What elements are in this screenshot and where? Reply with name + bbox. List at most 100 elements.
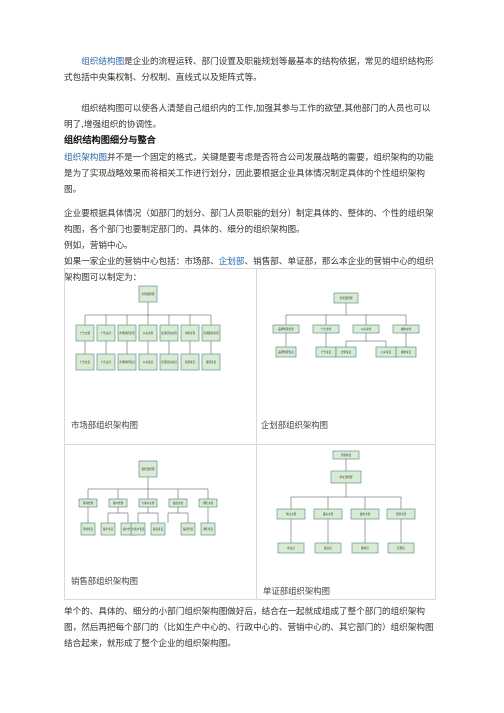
market-mid-box <box>117 324 137 342</box>
docs-mid-box <box>350 508 380 520</box>
sales-low-label: 区域专员 <box>83 527 94 531</box>
docs-low-box <box>387 542 415 554</box>
market-low-label: 市场调研专员 <box>119 360 135 364</box>
market-chart-svg: 市场部经理 广告主管广告设计市场调研主管公关主管促销活动主管市场主管营销策划主管… <box>75 285 221 371</box>
market-top-box <box>138 285 158 303</box>
market-low-label: 营销专员 <box>185 360 196 364</box>
planning-low-label: 企划专员 <box>341 350 352 354</box>
market-low-box <box>201 353 221 371</box>
docs-caption: 单证部组织架构图 <box>263 586 330 596</box>
market-low-label: 公关专员 <box>143 360 154 364</box>
docs-mid-label: 跟单主管 <box>360 512 371 516</box>
docs-top-box <box>330 470 362 484</box>
sales-mid-box <box>198 498 218 508</box>
sales-caption: 销售部组织架构图 <box>71 576 138 586</box>
planning-mid-box <box>312 324 340 334</box>
docs-low-label: 报关员 <box>324 546 332 550</box>
sales-low-label: 大客户专员 <box>132 527 145 531</box>
planning-low-label: 媒体专员 <box>401 350 412 354</box>
org-chart-link[interactable]: 组织结构图 <box>81 57 125 67</box>
planning-low-box <box>335 346 357 358</box>
market-mid-label: 营销策划主管 <box>203 331 219 335</box>
market-mid-label: 促销活动主管 <box>161 331 177 335</box>
market-mid-box <box>138 324 158 342</box>
market-low-box <box>180 353 200 371</box>
architecture-text: 并不是一个固定的格式，关键是要考虑是否符合公司发展战略的需要，组织架构的功能是为… <box>64 153 434 195</box>
market-mid-box <box>201 324 221 342</box>
market-mid-box <box>159 324 179 342</box>
planning-caption: 企划部组织架构图 <box>261 420 328 430</box>
sales-low-label: 销售专员 <box>203 527 214 531</box>
sales-mid-box <box>168 498 188 508</box>
architecture-paragraph: 组织架构图并不是一个固定的格式，关键是要考虑是否符合公司发展战略的需要，组织架构… <box>64 150 436 198</box>
org-chart-grid: 市场部经理 广告主管广告设计市场调研主管公关主管促销活动主管市场主管营销策划主管… <box>64 268 436 600</box>
docs-mid-label: 单证主管 <box>286 512 297 516</box>
sales-low-box <box>80 522 96 536</box>
market-low-label: 广告设计 <box>101 360 112 364</box>
planning-mid-label: 公关主管 <box>361 327 372 331</box>
summary-paragraph: 单个的、具体的、细分的小部门组织架构图做好后，结合在一起就成组成了整个部门的组织… <box>64 607 434 649</box>
docs-low-box <box>351 542 379 554</box>
marketing-center-paragraph: 如果一家企业的营销中心包括：市场部、企划部、销售部、单证部，那么本企业的营销中心… <box>64 254 436 286</box>
sales-top-box <box>138 460 158 478</box>
planning-dept-link[interactable]: 企划部 <box>218 257 245 267</box>
docs-above-box <box>332 450 360 460</box>
sales-mid-label: 大客户主管 <box>142 501 155 505</box>
docs-low-label: 单证员 <box>287 546 295 550</box>
planning-chart-svg: 企划部经理 品牌管理主管 广告主管 公关主管 媒体主管 品牌管理专员 广告专员 企划专员 公… <box>272 292 420 358</box>
sales-mid-label: 客户经理 <box>113 501 124 505</box>
docs-top-label: 单证部经理 <box>340 475 353 479</box>
planning-mid-label: 品牌管理主管 <box>278 327 294 331</box>
planning-top-box <box>333 292 359 304</box>
sales-chart: 销售部经理 区域经理客户经理大客户主管渠道主管销售主管 区域专员客户专员客户代表… <box>73 455 223 567</box>
grid-divider-vertical <box>256 269 257 599</box>
market-mid-box <box>75 324 95 342</box>
planning-low-label: 广告专员 <box>321 350 332 354</box>
marketing-text-a: 如果一家企业的营销中心包括：市场部、 <box>64 257 219 267</box>
sales-mid-label: 渠道主管 <box>173 501 184 505</box>
market-mid-label: 公关主管 <box>143 331 154 335</box>
sales-mid-label: 销售主管 <box>203 501 214 505</box>
grid-divider-horizontal <box>65 444 435 445</box>
docs-mid-label: 报关主管 <box>323 512 334 516</box>
intro-text: 是企业的流程运转、部门设置及职能规划等最基本的结构依据，常见的组织结构形式包括中… <box>64 57 434 83</box>
purpose-paragraph: 组织结构图可以使各人清楚自己组织内的工作,加强其参与工作的欲望,其他部门的人员也… <box>64 104 431 130</box>
sales-low-label: 客户代表 <box>123 527 134 531</box>
market-low-box <box>75 353 95 371</box>
sales-low-label: 客户专员 <box>103 527 114 531</box>
planning-chart: 企划部经理 品牌管理主管 广告主管 公关主管 媒体主管 品牌管理专员 广告专员 企划专员 公… <box>261 289 431 391</box>
docs-low-box <box>314 542 342 554</box>
planning-low-label: 公关专员 <box>381 350 392 354</box>
sales-low-label: 渠道代表 <box>183 527 194 531</box>
market-low-box <box>117 353 137 371</box>
sales-mid-box <box>108 498 128 508</box>
org-architecture-link[interactable]: 组织架构图 <box>64 153 107 163</box>
sales-mid-label: 区域经理 <box>83 501 94 505</box>
docs-chart-svg: 营销总监 单证部经理 单证主管报关主管跟单主管结算主管 单证员报关员跟单员结算员 <box>276 450 416 554</box>
example-paragraph: 例如，营销中心。 <box>64 241 133 251</box>
docs-chart: 营销总监 单证部经理 单证主管报关主管跟单主管结算主管 单证员报关员跟单员结算员 <box>261 449 431 579</box>
market-top-label: 市场部经理 <box>142 292 155 296</box>
planning-mid-label: 媒体主管 <box>401 327 412 331</box>
docs-mid-box <box>313 508 343 520</box>
sales-low-box <box>180 522 196 536</box>
market-mid-box <box>180 324 200 342</box>
market-low-box <box>96 353 116 371</box>
docs-mid-box <box>386 508 416 520</box>
docs-low-label: 跟单员 <box>361 546 369 550</box>
market-mid-box <box>96 324 116 342</box>
docs-above-label: 营销总监 <box>341 453 352 457</box>
docs-low-label: 结算员 <box>397 546 405 550</box>
sales-low-label: 渠道专员 <box>153 527 164 531</box>
planning-mid-box <box>272 324 300 334</box>
sales-low-box <box>200 522 216 536</box>
sales-mid-box <box>78 498 98 508</box>
sales-low-box <box>150 522 166 536</box>
planning-mid-box <box>392 324 420 334</box>
planning-top-label: 企划部经理 <box>340 296 353 300</box>
planning-low-box <box>275 346 297 358</box>
requirement-paragraph: 企业要根据具体情况（如部门的划分、部门人员职能的划分）制定具体的、整体的、个性的… <box>64 209 434 235</box>
planning-low-label: 品牌管理专员 <box>278 350 294 354</box>
market-mid-label: 广告主管 <box>80 331 91 335</box>
planning-mid-label: 广告主管 <box>321 327 332 331</box>
